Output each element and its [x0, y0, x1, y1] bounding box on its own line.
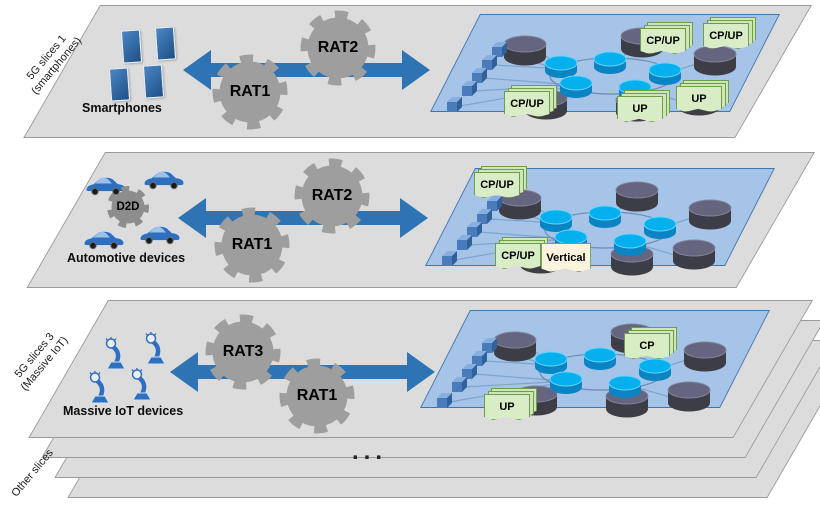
gear-label: RAT1 [229, 83, 271, 100]
nf-doc-label: UP [484, 394, 530, 420]
cube-icon [447, 42, 507, 112]
gear-icon [279, 358, 355, 434]
robot-arm-icon [131, 368, 152, 401]
document-stack-icon: CP/UP [504, 85, 557, 119]
rat-gear: RAT2 [287, 151, 377, 241]
gear-label: RAT1 [231, 236, 273, 253]
document-stack-icon: CP/UP [703, 17, 756, 51]
smartphone-icon [108, 67, 131, 102]
router-node-icon [539, 205, 677, 256]
document-stack-icon: UP [676, 80, 729, 114]
gear-icon [205, 314, 281, 390]
gear-label: RAT3 [222, 343, 264, 360]
rat-gear: RAT1 [205, 47, 295, 137]
slice-1-devices-label: Smartphones [82, 101, 162, 115]
robot-arm-icon [145, 332, 166, 365]
document-stack-icon: UP [484, 388, 537, 422]
rat-gear: RAT3 [198, 307, 288, 397]
gear-icon [294, 158, 370, 234]
gear-icon [214, 207, 290, 283]
document-stack-icon: CP/UP [640, 22, 693, 56]
gear-icon [212, 54, 288, 130]
smartphone-icon [154, 26, 177, 61]
smartphone-icon [142, 64, 165, 99]
nf-doc-label: CP/UP [703, 23, 749, 49]
document-stack-icon: CP/UP [495, 237, 548, 271]
document-stack-icon: UP [617, 90, 670, 124]
slice-2-devices-label: Automotive devices [67, 251, 186, 265]
nf-doc-label: CP/UP [474, 172, 520, 198]
other-slices-ellipsis: ... [352, 438, 388, 465]
car-icon [139, 225, 181, 245]
rat-gear: RAT2 [293, 3, 383, 93]
cube-icon [437, 338, 497, 408]
car-icon [83, 230, 125, 250]
rat-gear: RAT1 [272, 351, 362, 441]
router-node-icon [534, 347, 672, 398]
d2d-gear-icon [107, 186, 149, 228]
cube-icon [442, 196, 502, 266]
document-stack-icon: CP/UP [474, 166, 527, 200]
gear-label: RAT2 [317, 39, 359, 56]
gear-icon [300, 10, 376, 86]
rat-gear: RAT1 [207, 200, 297, 290]
slice-3-devices-label: Massive IoT devices [63, 404, 184, 418]
d2d-gear: D2D [101, 180, 155, 234]
document-stack-icon: CP [624, 327, 677, 361]
robot-arm-icon [105, 337, 126, 370]
gear-label: RAT1 [296, 387, 338, 404]
nf-doc-label: CP/UP [495, 243, 541, 269]
nf-doc-label: CP [624, 333, 670, 359]
slice-3-network-graph [437, 323, 727, 418]
vertical-doc-icon: Vertical [541, 243, 591, 272]
nf-doc-label: CP/UP [640, 28, 686, 54]
gear-label: RAT2 [311, 187, 353, 204]
d2d-label: D2D [116, 201, 140, 213]
nf-doc-label: UP [617, 96, 663, 122]
double-arrow-icon [183, 50, 430, 90]
car-icon [143, 170, 185, 190]
car-icon [85, 176, 127, 196]
nf-doc-label: CP/UP [504, 91, 550, 117]
smartphone-icon [120, 29, 143, 64]
nf-doc-label: UP [676, 86, 722, 112]
robot-arm-icon [89, 371, 110, 404]
